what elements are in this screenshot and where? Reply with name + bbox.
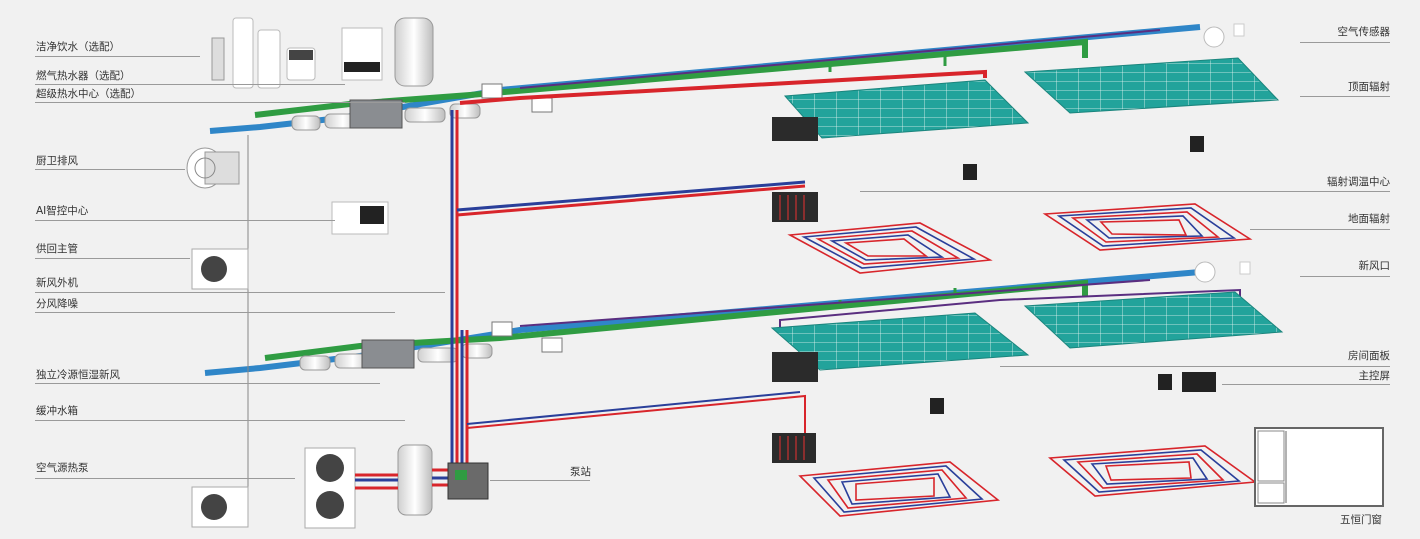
hot-water-center-icon [394,17,434,87]
label-gas-heater: 燃气热水器（选配） [36,70,131,82]
label-main-pipe: 供回主管 [36,243,78,255]
buffer-tank-icon [355,444,450,516]
label-hot-water-center: 超级热水中心（选配） [36,88,141,100]
lower-water-pipes [519,279,1241,330]
upper-water-pipes [459,29,1161,105]
leader-line [35,312,395,313]
window-icon [1254,427,1384,507]
leader-line [1250,229,1390,230]
label-floor-radiation: 地面辐射 [1348,213,1390,225]
ai-control-center-icon [331,201,389,235]
label-heat-pump: 空气源热泵 [36,462,89,474]
label-independent-fresh-air: 独立冷源恒湿新风 [36,369,120,381]
label-room-panel: 房间面板 [1348,350,1390,362]
water-purifier-icons [211,17,316,89]
leader-line [35,220,335,221]
leader-line [35,102,405,103]
label-radiation-center: 辐射调温中心 [1327,176,1390,188]
leader-line [35,84,345,85]
lower-green-duct [264,279,1088,361]
floor-coils [787,203,1258,517]
leader-line [1000,366,1390,367]
pump-station-icon [447,462,489,500]
ceiling-panels-upper [783,57,1280,139]
label-fresh-air-outdoor: 新风外机 [36,277,78,289]
leader-line [1300,42,1390,43]
vertical-risers [247,110,806,500]
ceiling-panels-lower [770,291,1284,371]
leader-line [1222,384,1390,385]
label-water-purifier: 洁净饮水（选配） [36,41,120,53]
leader-line [1300,96,1390,97]
air-sensors-icons [1194,23,1251,283]
label-kitchen-exhaust: 厨卫排风 [36,155,78,167]
leader-line [35,383,380,384]
lower-duct-silencers [299,321,563,371]
exhaust-fan-icon [186,147,240,189]
label-buffer-tank: 缓冲水箱 [36,405,78,417]
leader-line [860,191,1390,192]
label-ai-control: AI智控中心 [36,205,89,217]
leader-line [35,169,185,170]
leader-line [1300,276,1390,277]
label-air-sensor: 空气传感器 [1337,26,1391,38]
leader-line [35,420,405,421]
label-main-screen: 主控屏 [1358,370,1391,382]
room-panels-icons [930,136,1216,414]
label-window: 五恒门窗 [1340,514,1382,526]
label-pump-station: 泵站 [570,466,591,478]
upper-green-duct [254,38,1088,118]
upper-duct-silencers [291,83,553,131]
gas-heater-icon [341,27,383,81]
leader-line [35,292,445,293]
label-fresh-air-outlet: 新风口 [1358,260,1391,272]
leader-line [35,56,200,57]
heat-pump-units-icon [191,447,356,529]
label-split-silence: 分风降噪 [36,298,78,310]
leader-line [35,258,190,259]
manifolds [772,117,818,463]
fresh-air-outdoor-unit-icon [191,248,249,290]
leader-line [35,478,295,479]
label-ceiling-radiation: 顶面辐射 [1348,81,1390,93]
leader-line [490,480,590,481]
